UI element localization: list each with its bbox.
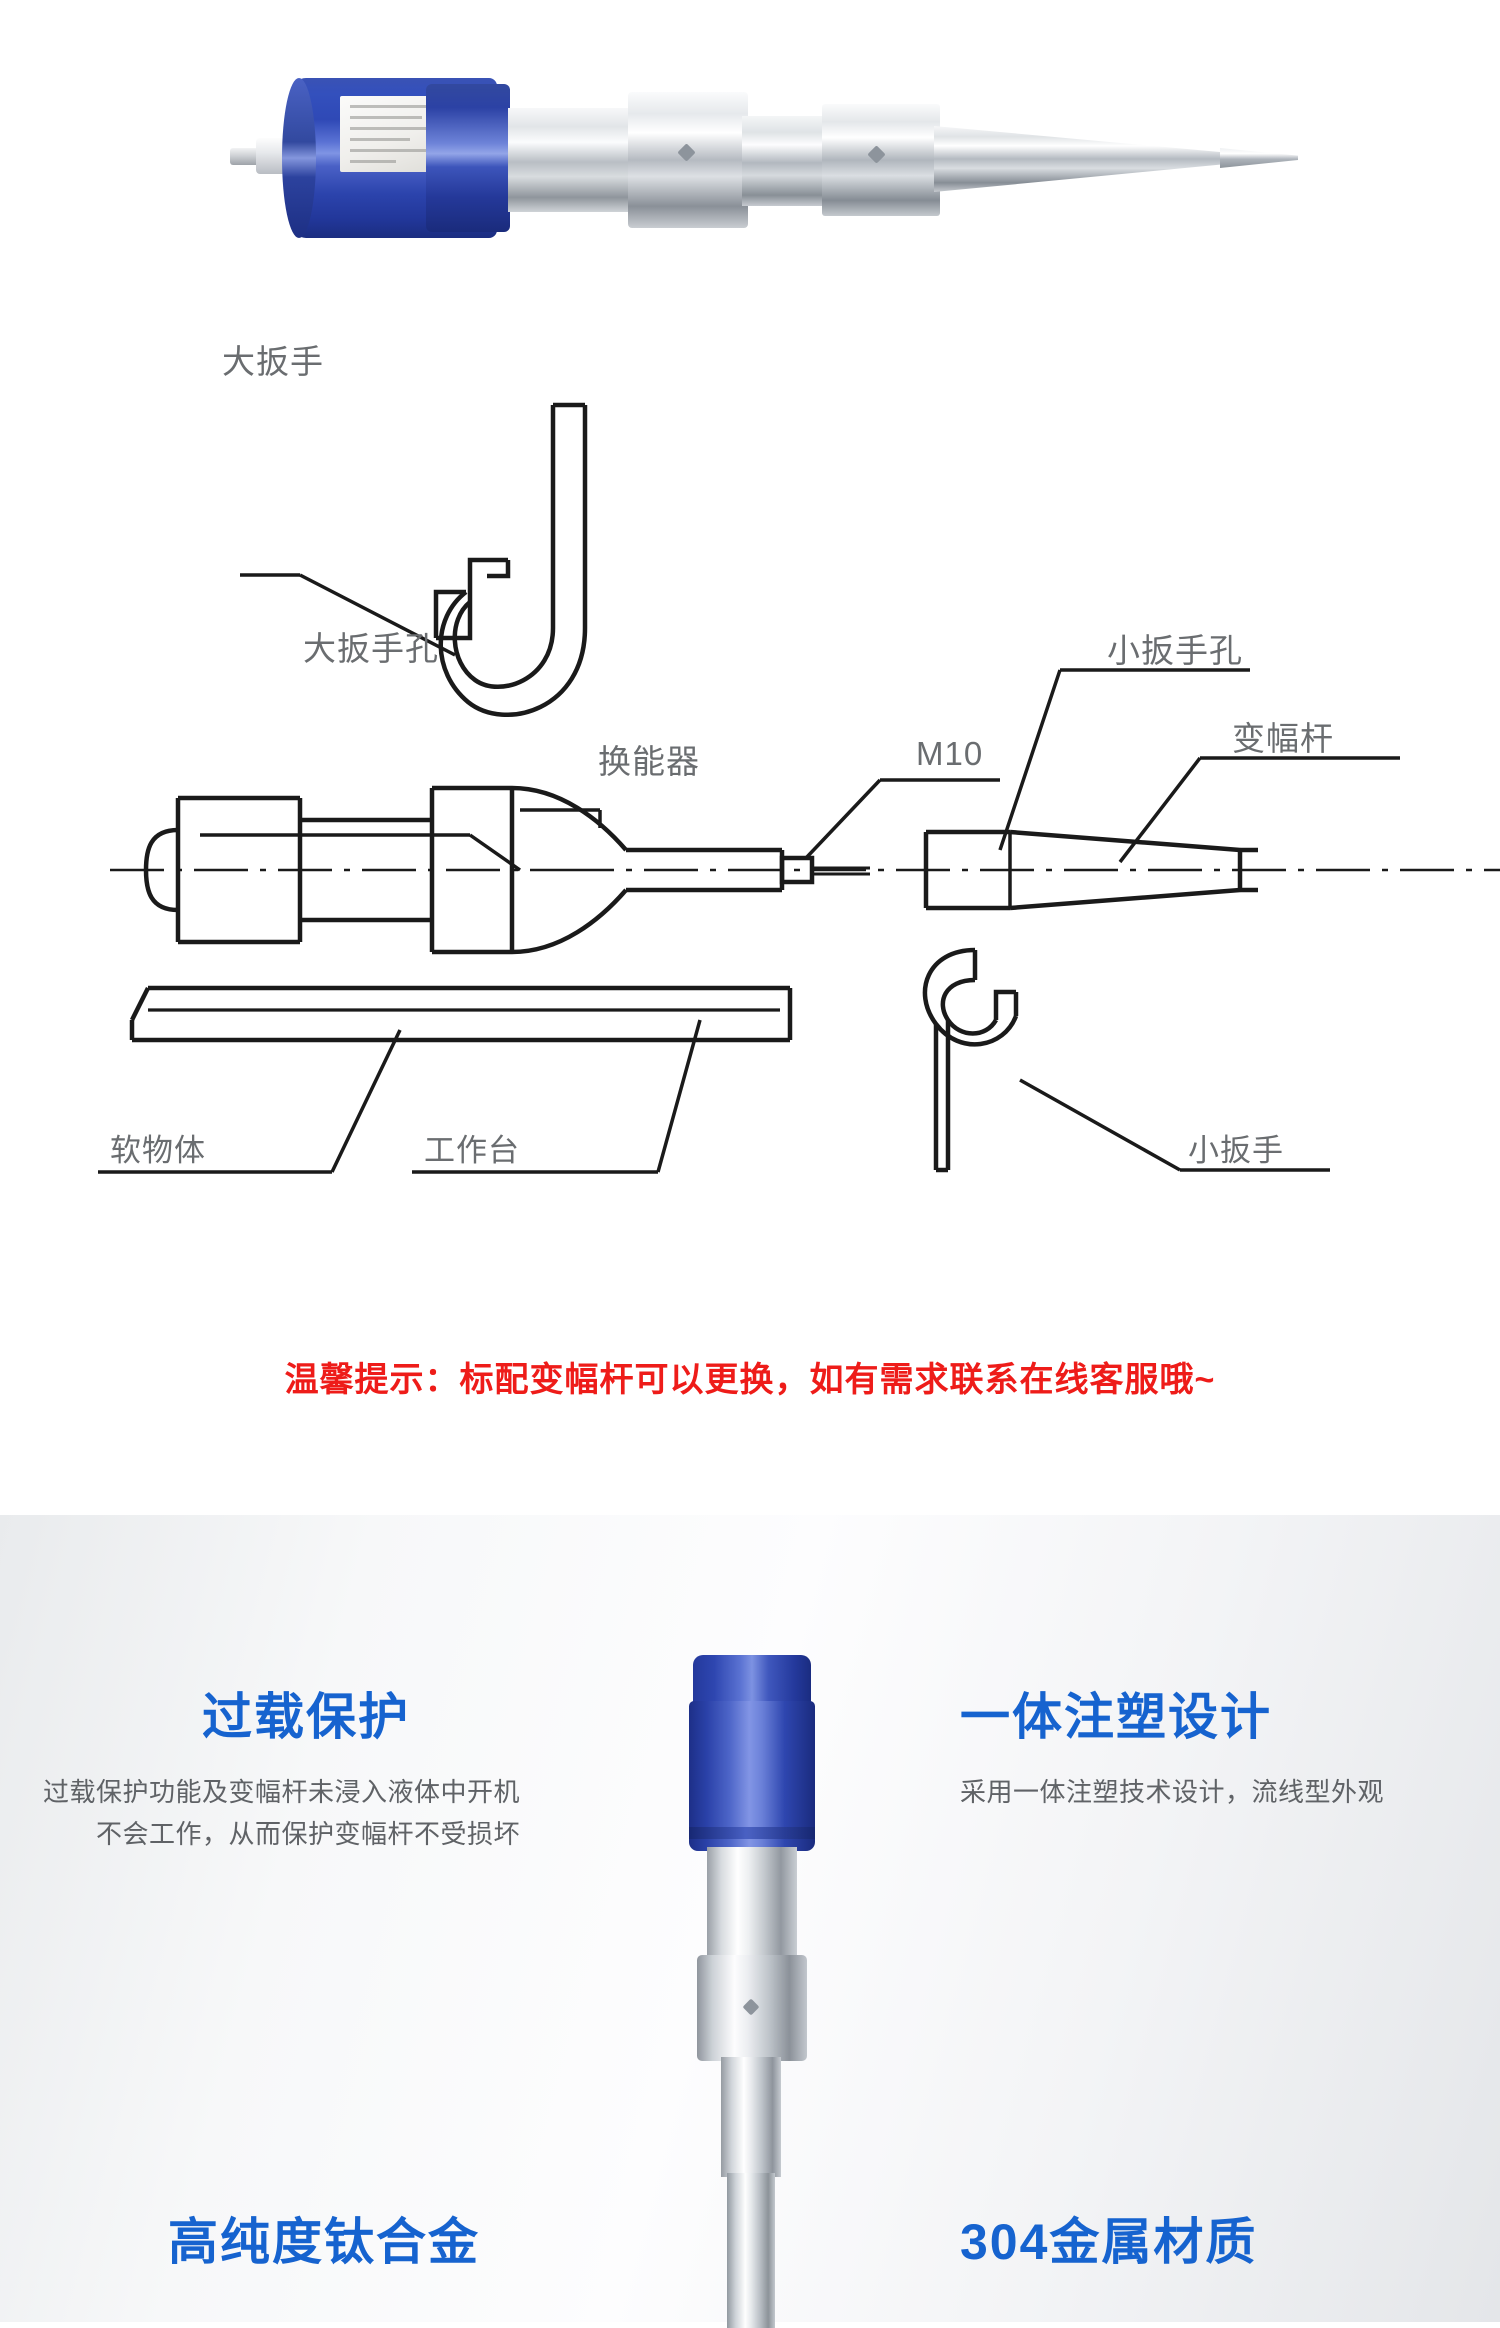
feature-304-steel: 304金属材质	[960, 2215, 1440, 2296]
horn-taper	[934, 126, 1224, 192]
label-big-wrench-hole: 大扳手孔	[303, 630, 439, 667]
feature-integrated-molding: 一体注塑设计 采用一体注塑技术设计，流线型外观	[960, 1690, 1440, 1813]
label-transducer: 换能器	[598, 743, 700, 780]
product-photo-section: 大扳手 大扳手孔 换能器 M10 小扳手孔 变幅杆 软物体 工作台 小扳手 温馨…	[0, 0, 1500, 1500]
metal-hex-flange-2	[822, 104, 940, 216]
feature-title: 一体注塑设计	[960, 1689, 1272, 1745]
feature-horn-rod	[721, 2057, 781, 2177]
feature-description: 过载保护功能及变幅杆未浸入液体中开机不会工作，从而保护变幅杆不受损坏	[42, 1777, 520, 1850]
customer-service-tip: 温馨提示：标配变幅杆可以更换，如有需求联系在线客服哦~	[284, 1361, 1216, 1399]
metal-hex-flange	[628, 92, 748, 228]
label-small-wrench: 小扳手	[1188, 1133, 1284, 1168]
label-big-wrench: 大扳手	[222, 343, 324, 380]
feature-title: 过载保护	[202, 1689, 410, 1745]
label-small-wrench-hole: 小扳手孔	[1107, 632, 1243, 669]
feature-description: 采用一体注塑技术设计，流线型外观	[960, 1777, 1385, 1807]
horn-tip	[1220, 148, 1298, 168]
metal-neck-lower	[742, 116, 830, 206]
cable-stub	[230, 148, 264, 165]
label-horn: 变幅杆	[1232, 720, 1334, 757]
hero-product-image	[230, 70, 1300, 250]
feature-horn-tip	[727, 2173, 775, 2328]
feature-title: 高纯度钛合金	[168, 2214, 480, 2270]
feature-title: 304金属材质	[960, 2214, 1258, 2270]
feature-steel-neck	[707, 1847, 797, 1965]
feature-titanium-alloy: 高纯度钛合金	[40, 2215, 520, 2296]
feature-overload-protection: 过载保护 过载保护功能及变幅杆未浸入液体中开机不会工作，从而保护变幅杆不受损坏	[40, 1690, 520, 1855]
label-soft-object: 软物体	[110, 1133, 206, 1168]
blue-collar	[426, 84, 510, 232]
feature-product-image	[655, 1655, 845, 2328]
diagram-svg	[98, 402, 1500, 1174]
feature-blue-cap	[693, 1655, 811, 1709]
metal-neck-upper	[508, 108, 633, 212]
feature-highlights-section: 过载保护 过载保护功能及变幅杆未浸入液体中开机不会工作，从而保护变幅杆不受损坏 …	[0, 1515, 1500, 2328]
label-workbench: 工作台	[424, 1133, 520, 1168]
label-thread-spec: M10	[916, 735, 984, 772]
feature-hex-flange	[697, 1955, 807, 2061]
assembly-line-drawing: 大扳手 大扳手孔 换能器 M10 小扳手孔 变幅杆 软物体 工作台 小扳手	[0, 343, 1500, 1310]
feature-blue-body	[689, 1701, 815, 1851]
